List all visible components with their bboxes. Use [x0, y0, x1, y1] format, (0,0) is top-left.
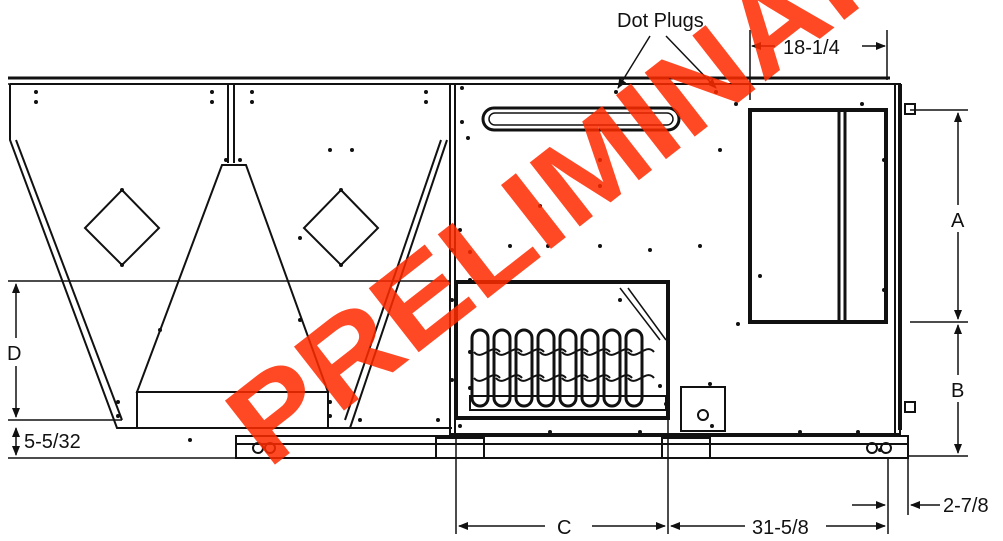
- access-panel: [748, 108, 888, 324]
- dimension-labels: Dot Plugs 18-1/4 A B D 5-5/32 C 31-5/8 2…: [7, 10, 989, 539]
- dim-5-5-32-label: 5-5/32: [24, 431, 81, 453]
- control-box: [680, 386, 726, 432]
- access-slot: [481, 106, 681, 132]
- heat-exchanger-tubes: [470, 328, 655, 408]
- dim-c-label: C: [557, 517, 571, 539]
- dimension-lines: [8, 30, 968, 534]
- rivet-dots: [34, 86, 886, 452]
- dim-18-1-4-label: 18-1/4: [783, 37, 840, 59]
- dim-d-label: D: [7, 343, 21, 365]
- dim-2-7-8-label: 2-7/8: [943, 495, 989, 517]
- dot-plugs-label: Dot Plugs: [617, 10, 704, 32]
- base-rail: [235, 435, 909, 459]
- dim-a-label: A: [951, 210, 965, 232]
- dim-31-5-8-label: 31-5/8: [752, 517, 809, 539]
- dim-b-label: B: [951, 380, 964, 402]
